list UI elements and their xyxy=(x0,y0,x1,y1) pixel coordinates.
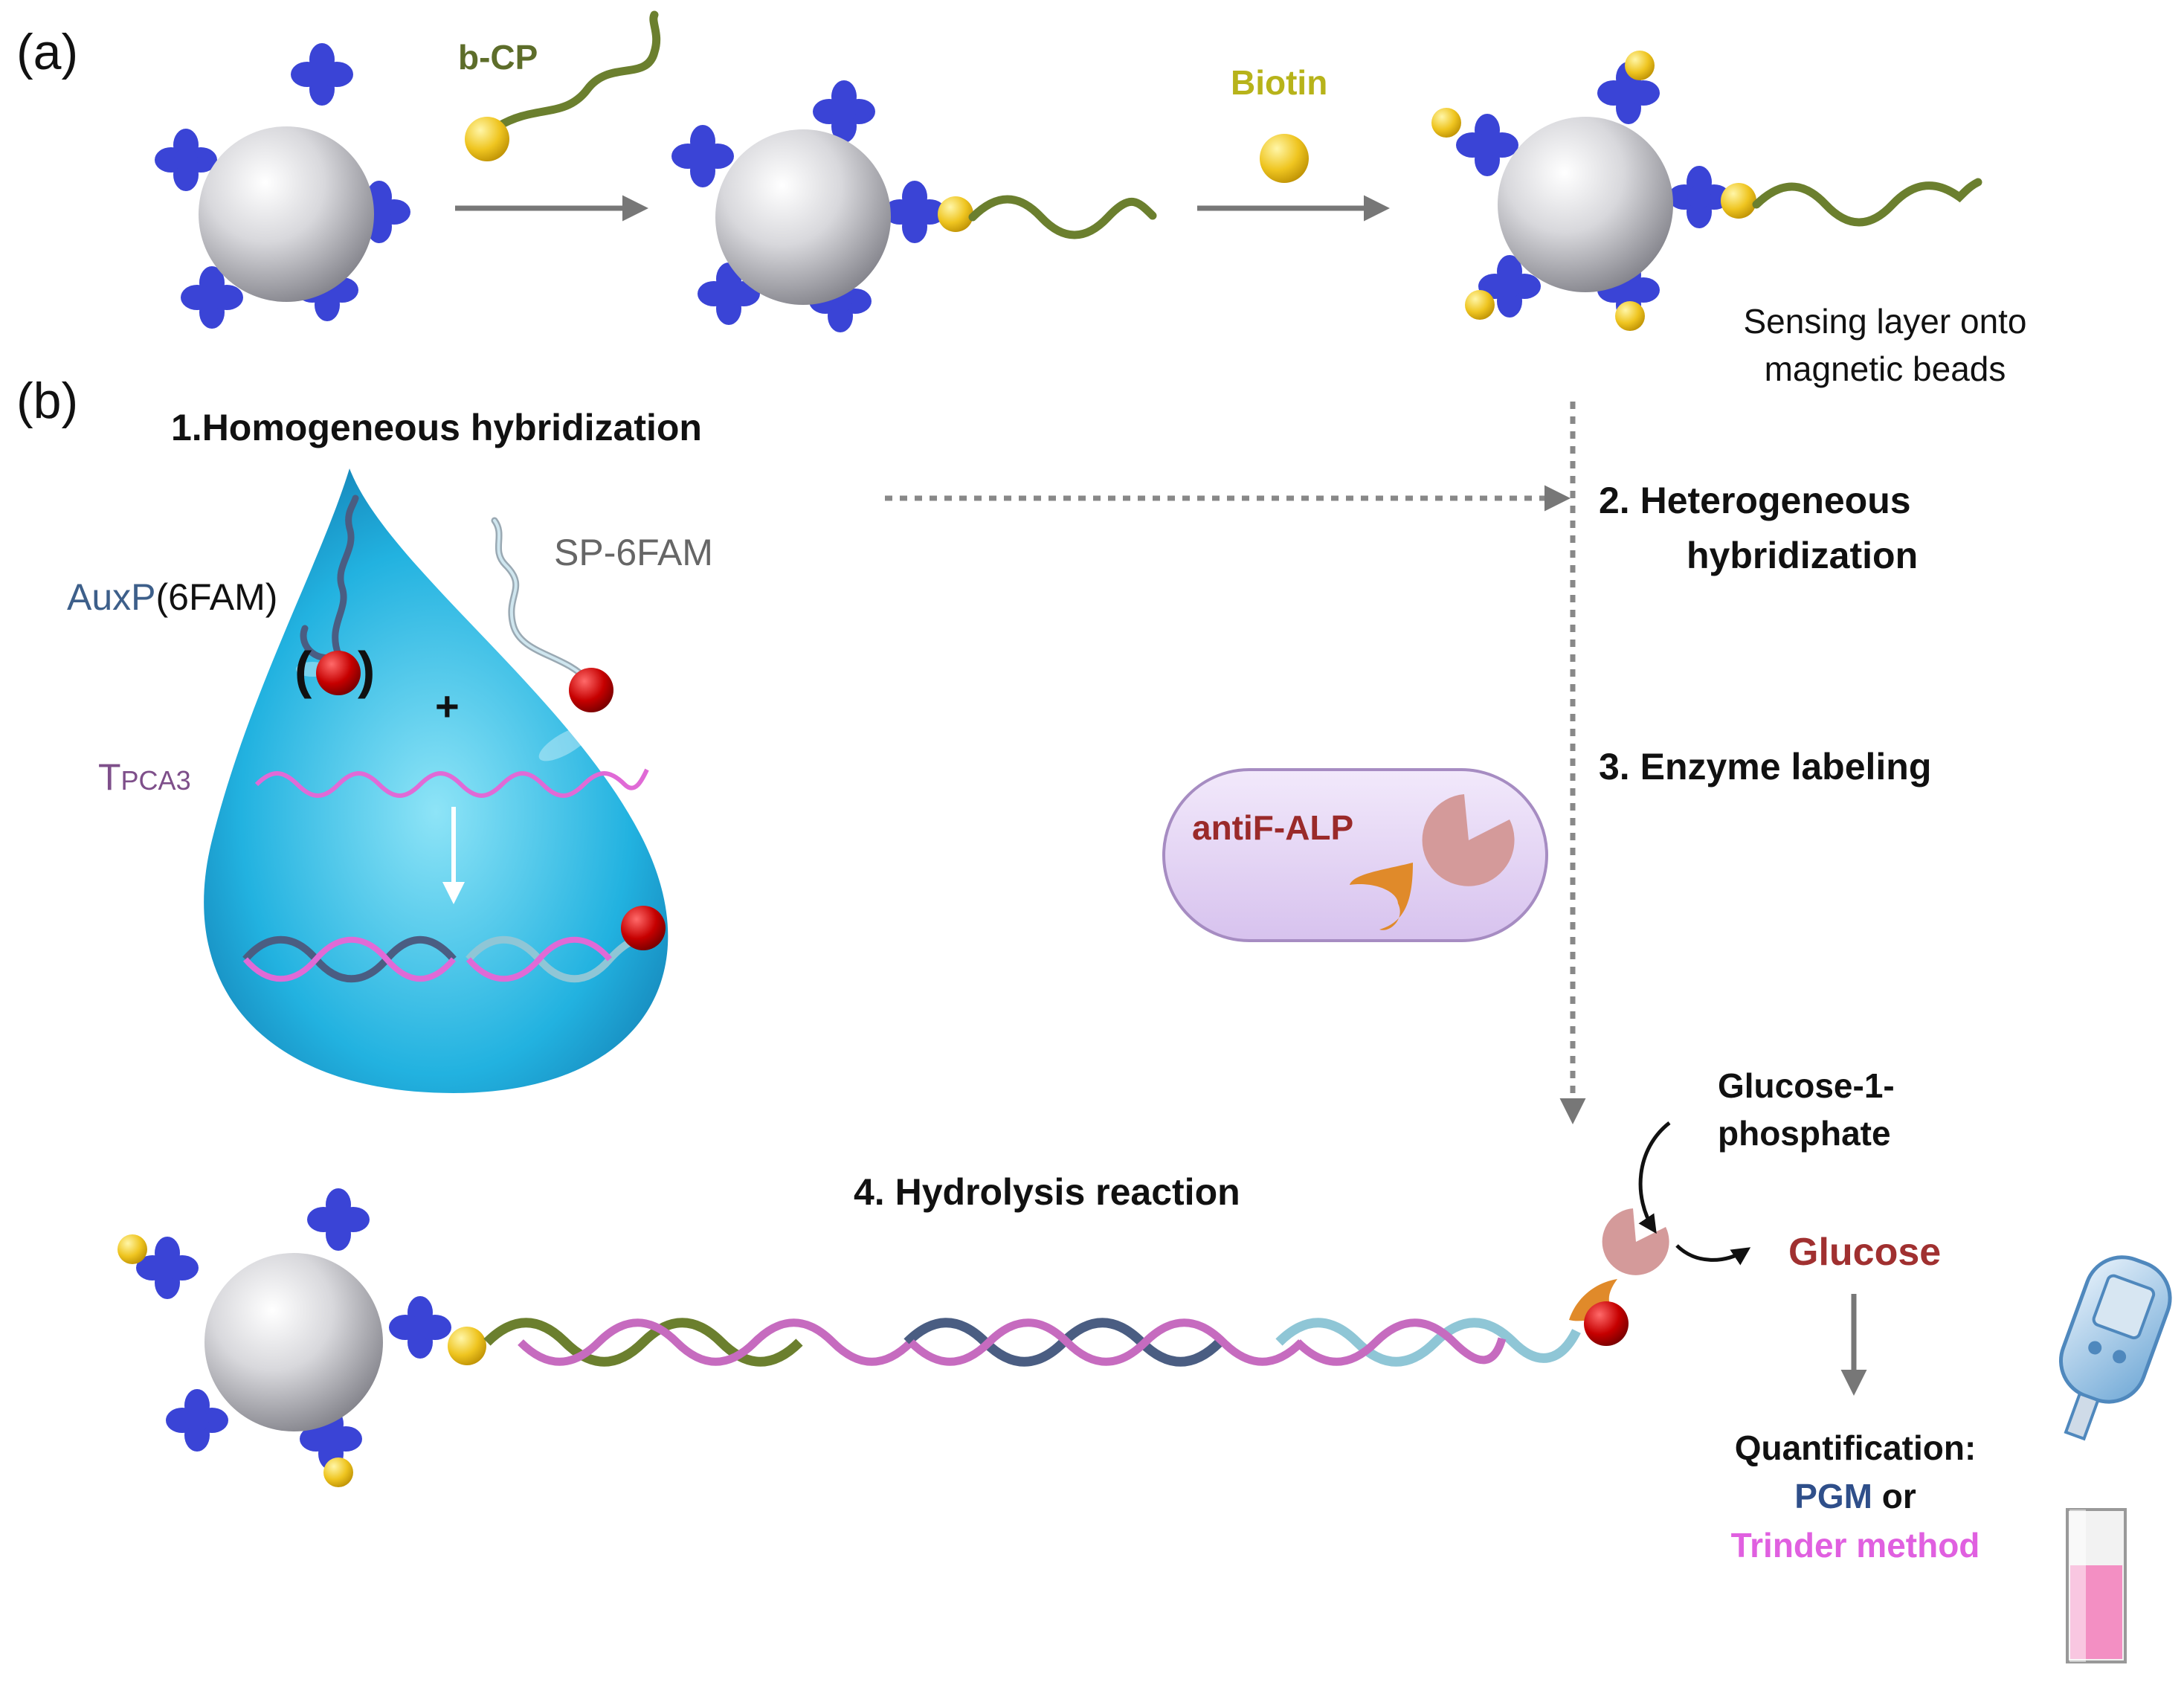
tpca3-sub: PCA3 xyxy=(120,765,191,796)
pgm-label: PGM xyxy=(1794,1477,1872,1516)
tpca3-t: T xyxy=(98,756,121,798)
final-bead-duplex-complex xyxy=(117,1188,1669,1487)
bcp-label: b-CP xyxy=(458,38,538,77)
sp-label: SP-6FAM xyxy=(554,532,713,573)
step4-title: 4. Hydrolysis reaction xyxy=(854,1171,1240,1213)
or-label: or xyxy=(1872,1477,1916,1516)
cuvette-icon xyxy=(2066,1508,2127,1663)
sensing-layer-caption: Sensing layer onto magnetic beads xyxy=(1721,297,2049,393)
sensing-layer-line1: Sensing layer onto xyxy=(1743,302,2027,341)
glucometer-icon xyxy=(2058,1255,2172,1441)
auxp-label: AuxP(6FAM) xyxy=(67,579,277,616)
trinder-label: Trinder method xyxy=(1730,1525,1980,1565)
magnetic-bead-bare xyxy=(155,43,410,329)
auxp-suffix: (6FAM) xyxy=(155,576,278,618)
antiF-ALP-label: antiF-ALP xyxy=(1192,808,1354,847)
glucose-label: Glucose xyxy=(1788,1231,1942,1274)
substrate-arrow xyxy=(1638,1121,1671,1234)
plus-sign: + xyxy=(435,683,460,729)
quantification-block: Quantification: PGM or Trinder method xyxy=(1703,1424,2008,1570)
sensing-layer-line2: magnetic beads xyxy=(1764,349,2006,389)
panel-label-a: (a) xyxy=(16,24,79,80)
substrate-label: Glucose-1- phosphate xyxy=(1718,1062,1895,1158)
step3-title: 3. Enzyme labeling xyxy=(1599,746,1932,787)
quantification-methods: PGM or xyxy=(1703,1472,2008,1521)
biotin-label: Biotin xyxy=(1231,63,1328,102)
step2-title-line2: hybridization xyxy=(1687,535,1919,576)
tpca3-label: TPCA3 xyxy=(98,758,191,796)
paren-open: ( xyxy=(294,641,312,699)
biotinylated-capture-probe-icon xyxy=(465,10,661,161)
product-arrow xyxy=(1675,1244,1751,1266)
auxp-prefix: AuxP xyxy=(67,576,156,618)
quantification-title: Quantification: xyxy=(1734,1428,1977,1467)
magnetic-bead-sensing-layer xyxy=(1431,51,1982,331)
substrate-line2: phosphate xyxy=(1718,1114,1891,1153)
step2-title-line1: 2. Heterogeneous xyxy=(1599,480,1911,521)
homogeneous-hybridization-droplet xyxy=(204,468,669,1093)
magnetic-bead-with-capture-probe xyxy=(671,80,1157,332)
paren-close: ) xyxy=(358,641,376,699)
panel-label-b: (b) xyxy=(16,373,79,429)
biotin-icon xyxy=(1260,134,1309,183)
substrate-line1: Glucose-1- xyxy=(1718,1066,1895,1105)
step1-title: 1.Homogeneous hybridization xyxy=(171,407,702,448)
antiF-ALP-capsule xyxy=(1162,768,1548,942)
